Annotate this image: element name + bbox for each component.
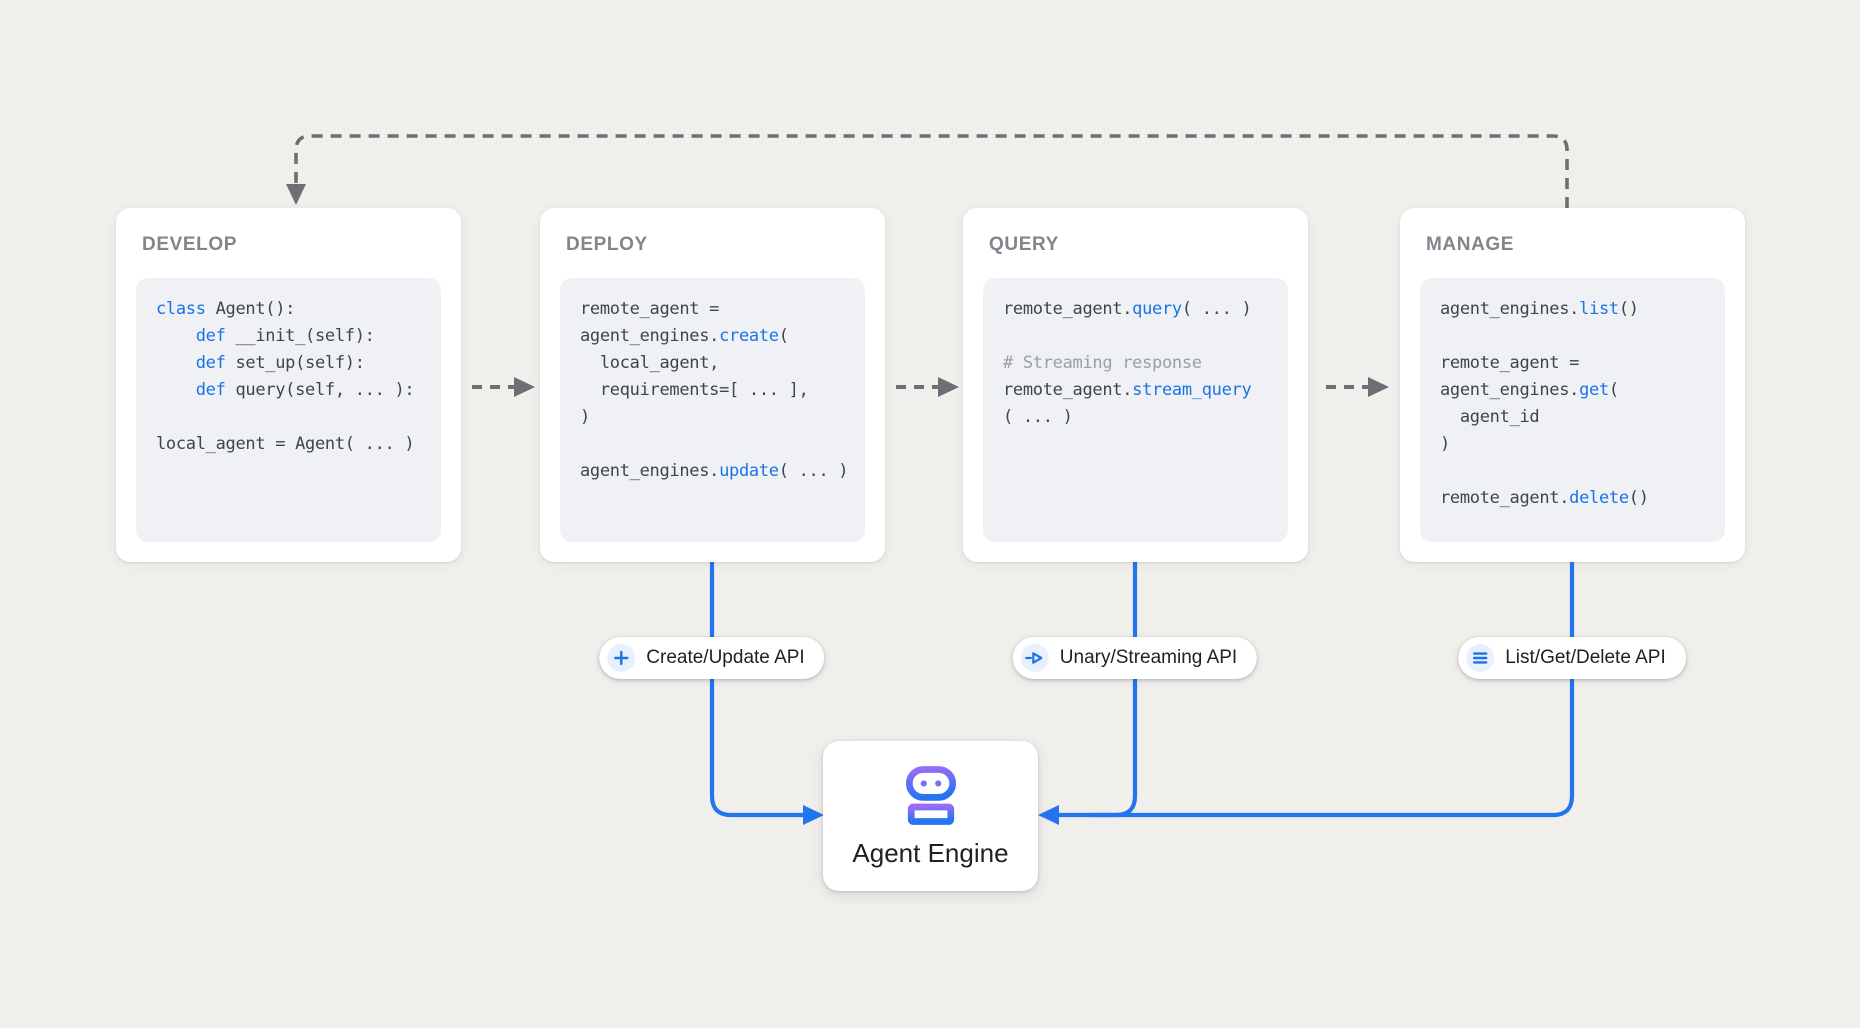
badge-label: List/Get/Delete API [1505,647,1666,668]
code-block: remote_agent.query( ... ) # Streaming re… [983,278,1288,542]
create-update-api-badge: Create/Update API [599,637,825,679]
code-line: agent_engines.list() [1440,299,1639,319]
code-line: ) [1440,434,1450,454]
flow-arrow-query-to-manage [1326,377,1389,397]
card-title: QUERY [989,234,1059,255]
code-line: remote_agent.delete() [1440,488,1649,508]
code-line: def set_up(self): [195,353,365,373]
code-line: remote_agent = [1440,353,1580,373]
code-line: agent_engines.get( [1440,380,1619,400]
deploy-to-engine-line [709,562,824,825]
develop-card: DEVELOP class Agent(): def __init_(self)… [116,208,461,562]
code-line [1003,323,1280,350]
list-get-delete-api-badge: List/Get/Delete API [1458,637,1686,679]
badge-label: Create/Update API [646,647,805,668]
code-line [580,431,857,458]
code-line: agent_id [1440,407,1540,427]
card-title: MANAGE [1426,234,1515,255]
send-icon [1020,644,1049,672]
code-line: local_agent = Agent( ... ) [156,434,415,454]
manage-card: MANAGE agent_engines.list() remote_agent… [1400,208,1745,562]
code-line: agent_engines.update( ... ) [580,461,849,481]
card-title: DEPLOY [566,234,648,255]
code-line: local_agent, [580,353,720,373]
deploy-card: DEPLOY remote_agent = agent_engines.creat… [540,208,885,562]
query-card: QUERY remote_agent.query( ... ) # Stream… [963,208,1308,562]
unary-streaming-api-badge: Unary/Streaming API [1012,637,1258,679]
robot-icon [904,764,958,826]
badge-label: Unary/Streaming API [1059,647,1238,668]
code-line: # Streaming response [1003,353,1202,373]
agent-engine-label: Agent Engine [852,837,1009,868]
code-line: ( ... ) [1003,407,1073,427]
code-line: requirements=[ ... ], [580,380,809,400]
loopback-dashed-arrow [286,134,1569,208]
code-block: agent_engines.list() remote_agent = agent… [1420,278,1725,542]
code-line: def query(self, ... ): [195,380,415,400]
manage-to-engine-line [1038,562,1575,825]
code-block: remote_agent = agent_engines.create( loca… [560,278,865,542]
agent-engine-node: Agent Engine [823,741,1038,891]
code-line [1440,323,1717,350]
code-line: remote_agent = [580,299,720,319]
flow-arrow-deploy-to-query [896,377,959,397]
query-to-engine-line [1090,562,1138,818]
code-line [156,404,433,431]
code-line [1440,458,1717,485]
plus-icon [607,644,636,672]
flow-arrow-develop-to-deploy [472,377,535,397]
code-line: agent_engines.create( [580,326,789,346]
list-icon [1466,644,1495,672]
code-block: class Agent(): def __init_(self): def se… [136,278,441,542]
code-line: remote_agent.query( ... ) [1003,299,1252,319]
code-line: class Agent(): [156,299,296,319]
card-title: DEVELOP [142,234,237,255]
code-line: ) [580,407,590,427]
code-line: def __init_(self): [195,326,375,346]
code-line: remote_agent.stream_query [1003,380,1252,400]
